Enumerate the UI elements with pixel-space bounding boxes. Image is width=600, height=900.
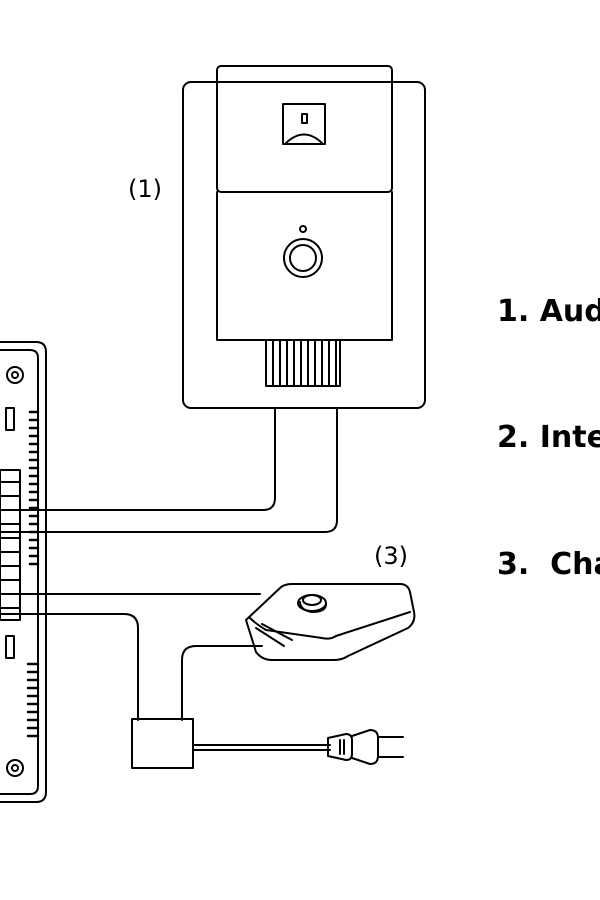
legend-item-1: 1. Aud xyxy=(497,294,600,329)
led-indicator xyxy=(299,225,307,233)
callout-1: (1) xyxy=(128,175,162,203)
chime-button xyxy=(297,594,327,612)
chime-unit xyxy=(245,583,416,661)
chime-wires xyxy=(0,593,263,721)
screw-icon xyxy=(6,366,24,384)
outdoor-audio-panel xyxy=(182,65,426,409)
panel-wires xyxy=(0,407,338,533)
power-adapter xyxy=(131,718,404,769)
terminal-block xyxy=(0,469,21,621)
plug-icon xyxy=(327,733,353,761)
legend-item-2: 2. Inte xyxy=(497,420,600,455)
screw-icon xyxy=(6,759,24,777)
vent-slots-lower xyxy=(26,662,40,738)
legend-item-3: 3. Cha xyxy=(497,547,600,582)
speaker-grille xyxy=(265,339,341,387)
callout-3: (3) xyxy=(374,542,408,570)
vent-slots-upper xyxy=(28,410,40,566)
indoor-monitor xyxy=(0,341,47,803)
call-button xyxy=(283,238,323,278)
